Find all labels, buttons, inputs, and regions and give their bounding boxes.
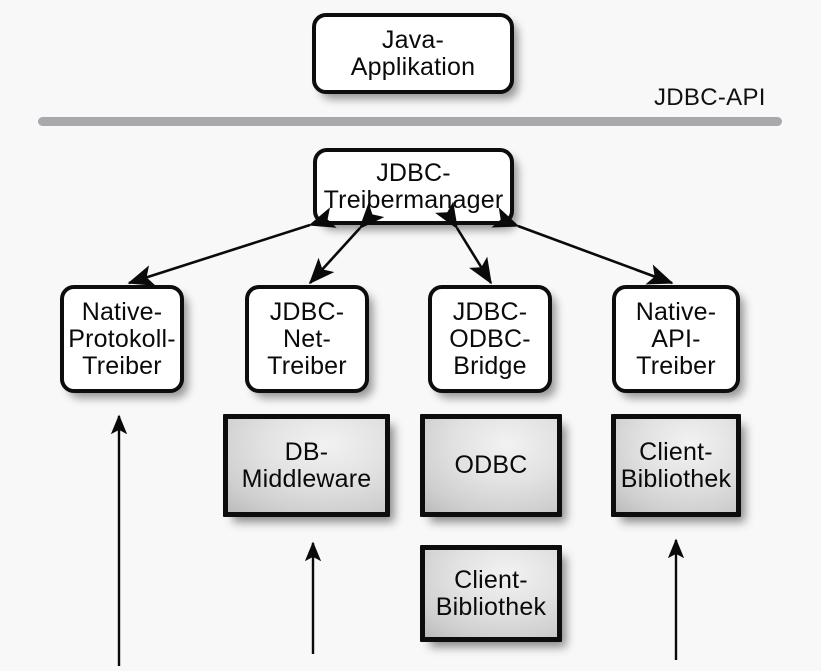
node-jdbc-odbc-bridge[interactable]: JDBC- ODBC- Bridge	[428, 285, 552, 393]
node-java-application[interactable]: Java- Applikation	[312, 13, 514, 94]
node-native-protocol-driver-label: Native- Protokoll- Treiber	[68, 297, 176, 380]
node-client-library-odbc[interactable]: Client- Bibliothek	[420, 545, 562, 642]
jdbc-api-label: JDBC-API	[654, 84, 766, 111]
node-jdbc-odbc-bridge-label: JDBC- ODBC- Bridge	[449, 297, 531, 380]
node-jdbc-driver-manager[interactable]: JDBC- Treibermanager	[313, 148, 514, 225]
arrow-manager-native-protocol-driver	[127, 207, 337, 286]
arrow-manager-jdbc-odbc-bridge	[435, 201, 493, 285]
node-native-protocol-driver[interactable]: Native- Protokoll- Treiber	[60, 285, 184, 393]
jdbc-api-separator-bar	[38, 117, 782, 126]
arrow-manager-native-api-driver	[491, 207, 674, 285]
node-jdbc-net-driver[interactable]: JDBC- Net- Treiber	[245, 285, 369, 393]
node-db-middleware[interactable]: DB- Middleware	[223, 414, 390, 517]
node-jdbc-net-driver-label: JDBC- Net- Treiber	[267, 297, 347, 380]
node-db-middleware-label: DB- Middleware	[241, 437, 372, 493]
node-client-library-right-label: Client- Bibliothek	[620, 437, 732, 493]
node-java-application-label: Java- Applikation	[350, 25, 476, 81]
node-client-library-odbc-label: Client- Bibliothek	[435, 565, 547, 621]
node-native-api-driver-label: Native- API- Treiber	[635, 297, 717, 380]
node-client-library-right[interactable]: Client- Bibliothek	[611, 414, 741, 517]
node-odbc[interactable]: ODBC	[420, 414, 562, 517]
arrow-manager-jdbc-net-driver	[308, 202, 385, 285]
node-odbc-label: ODBC	[454, 451, 528, 479]
node-jdbc-driver-manager-label: JDBC- Treibermanager	[323, 158, 504, 214]
node-native-api-driver[interactable]: Native- API- Treiber	[612, 285, 740, 393]
